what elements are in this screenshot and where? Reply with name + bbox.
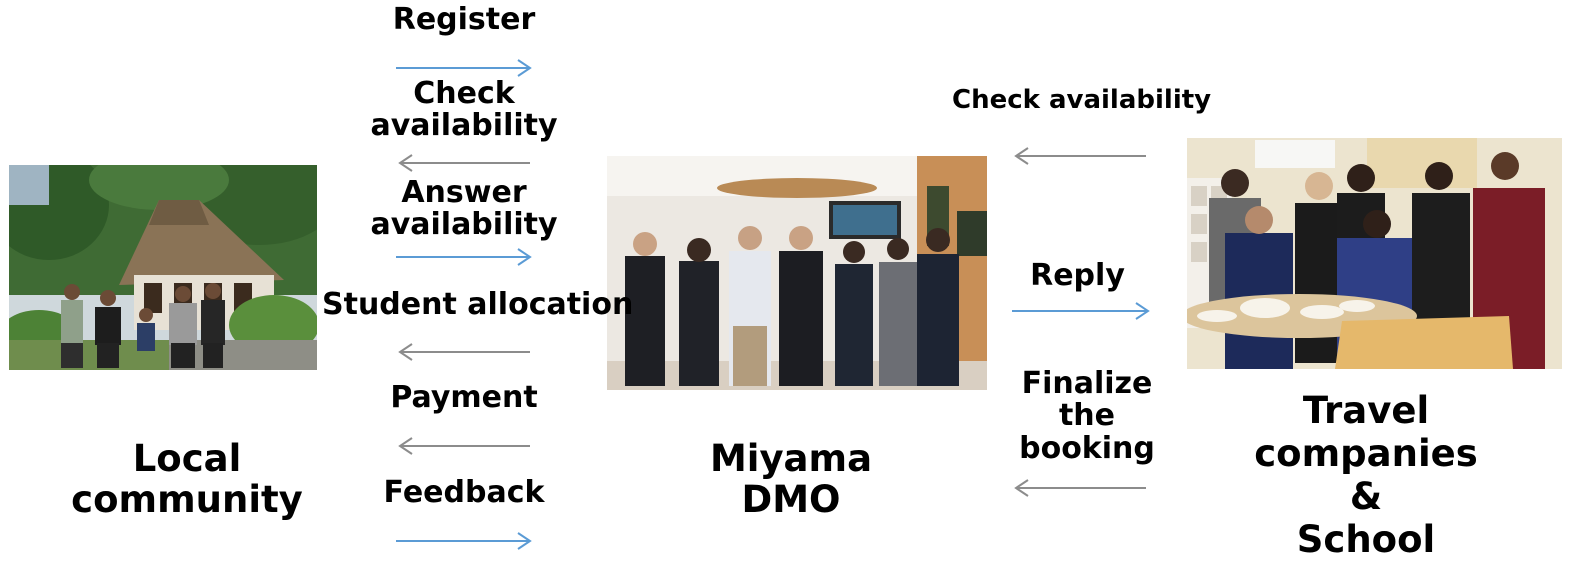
check-availability-left-label: Check availability [370, 76, 558, 144]
local-community-photo [9, 165, 317, 370]
payment-label: Payment [390, 380, 538, 415]
arrow-reply-right [1012, 302, 1150, 320]
travel-companies-label: Travel companies & School [1254, 389, 1478, 561]
reply-label: Reply [1030, 258, 1125, 293]
arrow-answer-availability-right [396, 248, 532, 266]
student-allocation-label: Student allocation [322, 287, 634, 322]
arrow-check-availability-left [398, 154, 530, 172]
miyama-dmo-photo [607, 156, 987, 390]
arrow-register-right [396, 59, 532, 77]
arrow-student-allocation-left [398, 343, 530, 361]
feedback-label: Feedback [383, 475, 545, 510]
finalize-booking-label: Finalize the booking [1019, 366, 1155, 466]
arrow-payment-left [398, 437, 530, 455]
miyama-dmo-label: Miyama DMO [709, 437, 873, 522]
answer-availability-label: Answer availability [370, 175, 558, 243]
local-community-label: Local community [71, 437, 303, 522]
arrow-feedback-right [396, 532, 532, 550]
arrow-check-availability-right-side [1014, 147, 1146, 165]
check-availability-right-label: Check availability [952, 85, 1212, 115]
arrow-finalize-booking-left [1014, 479, 1146, 497]
register-label: Register [392, 2, 536, 37]
travel-companies-photo [1187, 138, 1562, 369]
